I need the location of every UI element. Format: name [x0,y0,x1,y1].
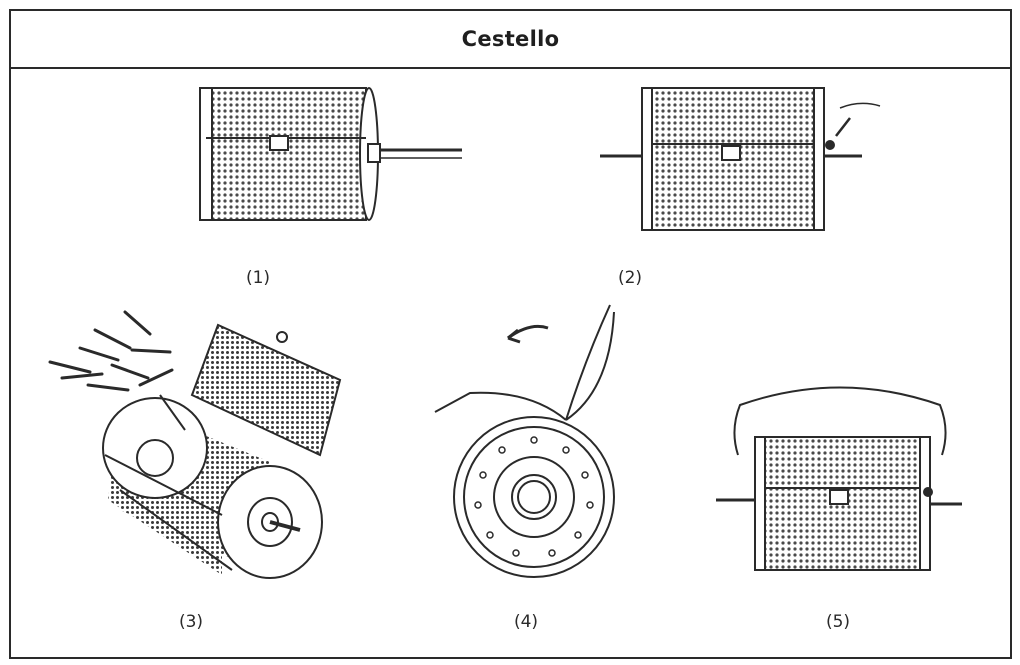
step-label-5: (5) [825,612,851,632]
diagram-title: Cestello [461,27,560,51]
step-label-4: (4) [513,612,539,632]
step-label-2: (2) [617,268,643,288]
basket-illustration-4 [434,304,615,578]
basket-illustration-2 [600,87,881,231]
step-label-3: (3) [178,612,204,632]
step-label-1: (1) [245,268,271,288]
basket-illustration-3 [48,310,342,579]
diagram-header: Cestello [11,11,1010,69]
basket-illustration-1 [199,87,462,221]
basket-illustration-5 [716,386,962,571]
